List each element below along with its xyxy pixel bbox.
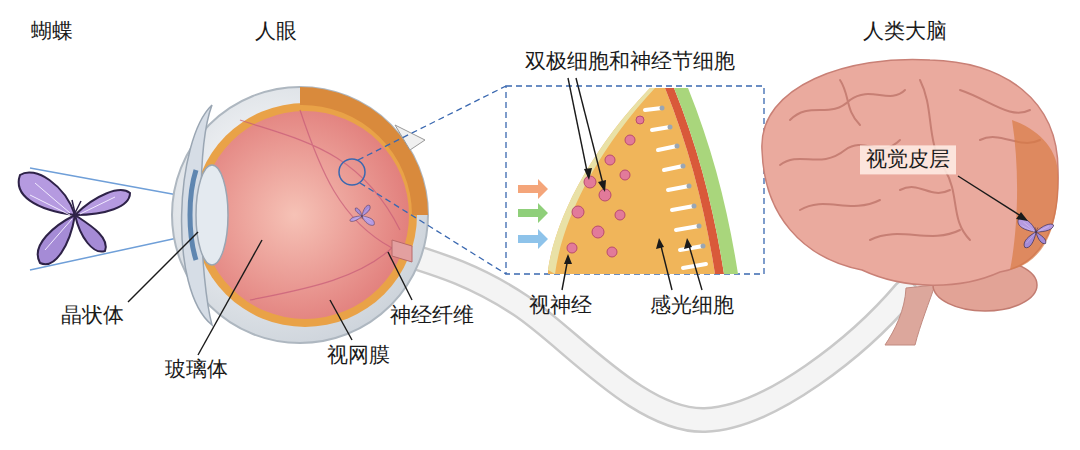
section-heading: 蝴蝶	[31, 19, 73, 44]
part-label: 视网膜	[327, 343, 390, 368]
part-label: 神经纤维	[390, 303, 474, 328]
part-label: 玻璃体	[165, 357, 228, 382]
section-heading: 人类大脑	[863, 19, 947, 44]
part-label: 视神经	[529, 293, 592, 318]
part-label: 晶状体	[61, 303, 124, 328]
section-heading: 人眼	[255, 19, 297, 44]
region-label: 视觉皮层	[860, 145, 956, 174]
part-label: 双极细胞和神经节细胞	[525, 49, 735, 74]
part-label: 感光细胞	[650, 293, 734, 318]
